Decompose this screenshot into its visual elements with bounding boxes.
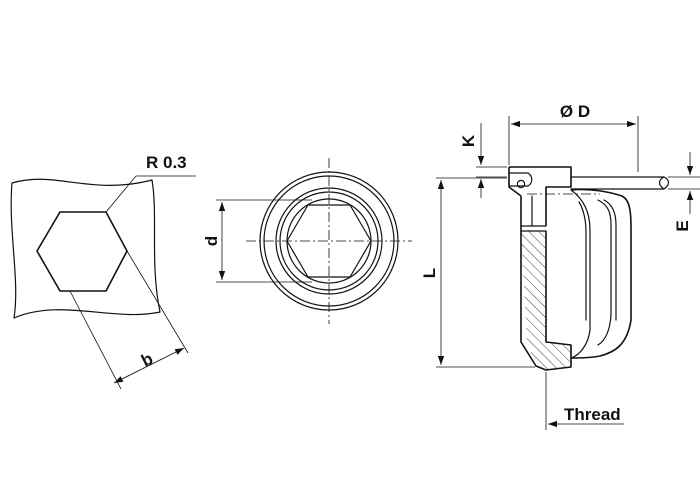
rivet-nut-outline <box>508 166 572 371</box>
radius-leader <box>105 175 196 213</box>
sheet-edge-detail <box>516 179 526 189</box>
bulge-inner <box>578 201 587 321</box>
diameter-label: Ø D <box>560 102 590 121</box>
section-view: Ø D K L E Thread <box>420 102 700 430</box>
sheet-plate-top-end <box>658 176 665 190</box>
bulge-body <box>570 189 591 359</box>
bulge-fold-inner-2 <box>603 199 617 321</box>
bulge-fold <box>570 188 632 359</box>
sheet-plate-top <box>570 176 670 190</box>
sheet-outline <box>10 178 161 319</box>
b-dimension-line <box>113 347 185 384</box>
radius-label: R 0.3 <box>146 153 187 172</box>
top-view: d <box>202 158 412 324</box>
thread-label: Thread <box>564 405 621 424</box>
hex-hole-view: R 0.3 b <box>10 153 196 390</box>
bulge-fold-inner <box>597 199 612 346</box>
length-label: L <box>420 268 439 278</box>
grip-label: E <box>673 220 692 231</box>
b-extension-2 <box>126 250 189 354</box>
sheet-plate-left <box>508 172 533 187</box>
hex-width-label: b <box>138 349 156 371</box>
bore-wall <box>520 195 547 227</box>
head-thickness-label: K <box>459 134 478 147</box>
b-extension-1 <box>69 290 122 390</box>
hex-hole <box>36 211 128 292</box>
bore-label: d <box>202 236 221 246</box>
